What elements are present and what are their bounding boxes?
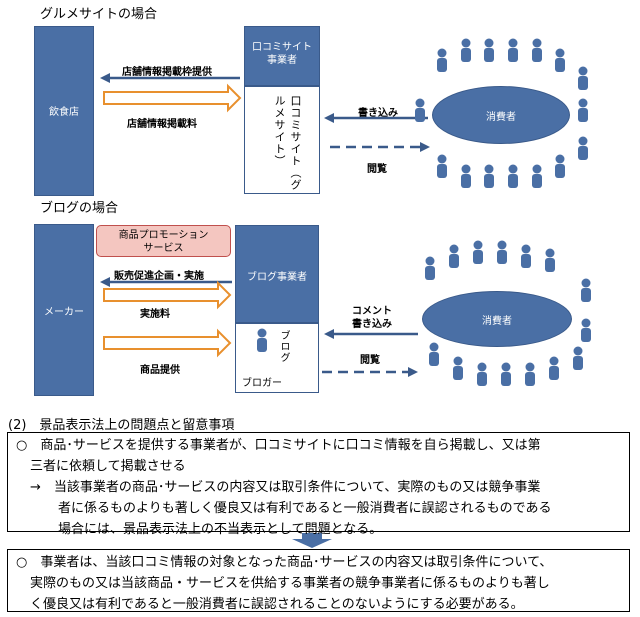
arrow-fee-label-blog: 実施料 xyxy=(140,309,170,320)
gourmet-section-title: グルメサイトの場合 xyxy=(40,7,158,22)
arrow-write xyxy=(324,113,428,123)
arrow-product xyxy=(103,328,232,358)
promo-service-label: 商品プロモーション サービス xyxy=(118,230,209,254)
arrow-listing xyxy=(100,73,240,83)
consumer-label-gourmet: 消費者 xyxy=(486,112,516,123)
guidance-line-3: く優良又は有利であると一般消費者に誤認されることのないようにする必要がある。 xyxy=(30,597,524,612)
blogger-label: ブロガー xyxy=(242,378,282,389)
arrow-view-label-blog: 閲覧 xyxy=(360,355,380,366)
promo-service-box: 商品プロモーション サービス xyxy=(96,225,231,257)
review-operator-label: 口コミサイト 事業者 xyxy=(252,42,312,66)
arrow-view-blog xyxy=(322,367,418,377)
consumer-label-blog: 消費者 xyxy=(482,316,512,327)
arrow-listing-label: 店舗情報掲載枠提供 xyxy=(122,67,212,78)
issue-line-3: → 当該事業者の商品･サービスの内容又は取引条件について、実際のもの又は競争事業 xyxy=(30,480,541,495)
arrow-view-label: 閲覧 xyxy=(367,164,387,175)
arrow-write-label: 書き込み xyxy=(358,108,398,119)
restaurant-label: 飲食店 xyxy=(49,107,79,118)
blog-label: ブログ xyxy=(278,330,289,363)
blogger-person-icon xyxy=(257,328,267,352)
consumer-ellipse-blog: 消費者 xyxy=(422,291,572,347)
review-operator-box: 口コミサイト 事業者 xyxy=(244,26,320,86)
review-site-label: 口コミサイト（グルメサイト） xyxy=(273,95,302,191)
arrow-fee-blog xyxy=(103,280,232,310)
arrow-plan xyxy=(100,277,232,287)
arrow-fee xyxy=(103,83,242,113)
blog-operator-label: ブログ事業者 xyxy=(247,272,307,283)
consumer-people-gourmet xyxy=(415,38,588,188)
arrow-comment-label: コメント 書き込み xyxy=(352,306,392,330)
review-site-box: 口コミサイト（グルメサイト） xyxy=(244,86,320,194)
restaurant-box: 飲食店 xyxy=(34,26,94,196)
blog-section-title: ブログの場合 xyxy=(40,201,119,216)
guidance-line-2: 実際のもの又は当該商品・サービスを供給する事業者の競争事業者に係るものよりも著し xyxy=(30,576,550,591)
consumer-ellipse-gourmet: 消費者 xyxy=(432,86,570,144)
blog-operator-box: ブログ事業者 xyxy=(235,225,319,323)
consumer-people-blog xyxy=(425,240,591,386)
blogger-box: ブログ ブロガー xyxy=(235,323,319,393)
arrow-product-label: 商品提供 xyxy=(140,365,180,376)
issue-line-2: 三者に依頼して掲載させる xyxy=(30,459,186,474)
maker-box: メーカー xyxy=(34,224,94,396)
issue-line-4: 者に係るものよりも著しく優良又は有利であると一般消費者に誤認されるものである xyxy=(58,501,552,516)
section2-heading: (2) 景品表示法上の問題点と留意事項 xyxy=(8,418,235,433)
guidance-box: ○ 事業者は、当該口コミ情報の対象となった商品･サービスの内容又は取引条件につい… xyxy=(7,549,630,612)
arrow-plan-label: 販売促進企画・実施 xyxy=(114,271,204,282)
issue-box: ○ 商品･サービスを提供する事業者が、口コミサイトに口コミ情報を自ら掲載し、又は… xyxy=(7,432,630,537)
issue-line-5: 場合には、景品表示法上の不当表示として問題となる。 xyxy=(58,522,383,537)
issue-line-1: ○ 商品･サービスを提供する事業者が、口コミサイトに口コミ情報を自ら掲載し、又は… xyxy=(16,438,541,453)
guidance-line-1: ○ 事業者は、当該口コミ情報の対象となった商品･サービスの内容又は取引条件につい… xyxy=(16,555,553,570)
down-arrow xyxy=(292,533,332,548)
maker-label: メーカー xyxy=(44,307,84,318)
arrow-fee-label: 店舗情報掲載料 xyxy=(127,119,197,130)
arrow-comment xyxy=(324,329,418,339)
arrow-view xyxy=(330,142,430,152)
